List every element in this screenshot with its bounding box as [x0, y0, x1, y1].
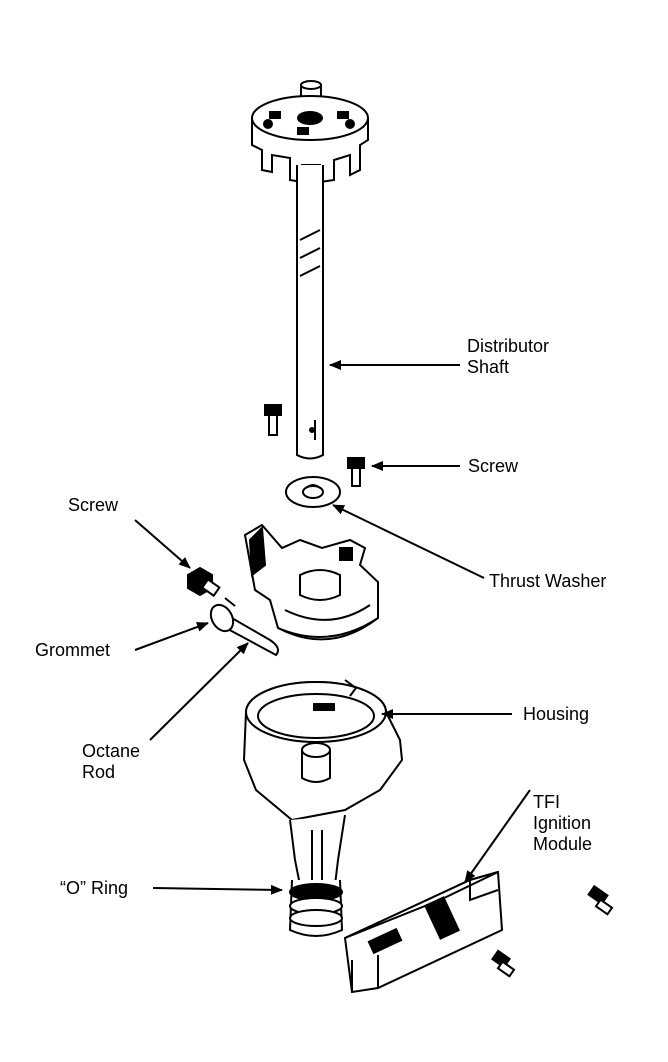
label-screw-right: Screw — [468, 456, 519, 476]
arrow-tfi-module — [464, 789, 531, 883]
label-screw-left: Screw — [68, 495, 119, 515]
label-tfi-module-line3: Module — [533, 834, 593, 854]
screw-left — [187, 566, 221, 598]
label-octane-rod-line1: Octane — [82, 741, 141, 761]
label-distributor-shaft-line1: Distributor — [467, 336, 550, 356]
label-octane-rod-line2: Rod — [82, 762, 116, 782]
label-grommet: Grommet — [35, 640, 111, 660]
label-distributor-shaft: Distributor Shaft — [467, 336, 549, 378]
leader-arrows — [134, 360, 531, 895]
arrow-screw-left — [134, 519, 191, 569]
tfi-module — [343, 870, 504, 994]
distributor-shaft — [251, 80, 369, 460]
stator-assembly — [243, 523, 379, 641]
arrow-octane-rod — [149, 642, 249, 741]
arrow-grommet — [134, 622, 209, 651]
housing — [242, 679, 404, 886]
label-tfi-module-line1: TFI — [533, 792, 560, 812]
arrow-thrust-washer — [332, 504, 485, 579]
octane-rod — [209, 597, 279, 657]
label-distributor-shaft-line2: Shaft — [467, 357, 510, 377]
o-ring — [288, 879, 344, 937]
label-housing: Housing — [523, 704, 590, 724]
screw-upper — [264, 404, 282, 436]
screw-right — [347, 457, 365, 487]
thrust-washer — [285, 476, 341, 508]
label-thrust-washer: Thrust Washer — [489, 571, 607, 591]
label-tfi-module: TFI Ignition Module — [533, 792, 592, 855]
screw-module-bottom — [491, 949, 516, 978]
label-tfi-module-line2: Ignition — [533, 813, 592, 833]
arrow-o-ring — [152, 884, 283, 895]
screw-module-right — [587, 884, 614, 916]
label-octane-rod: Octane Rod — [82, 741, 140, 783]
label-o-ring: “O” Ring — [60, 878, 129, 898]
